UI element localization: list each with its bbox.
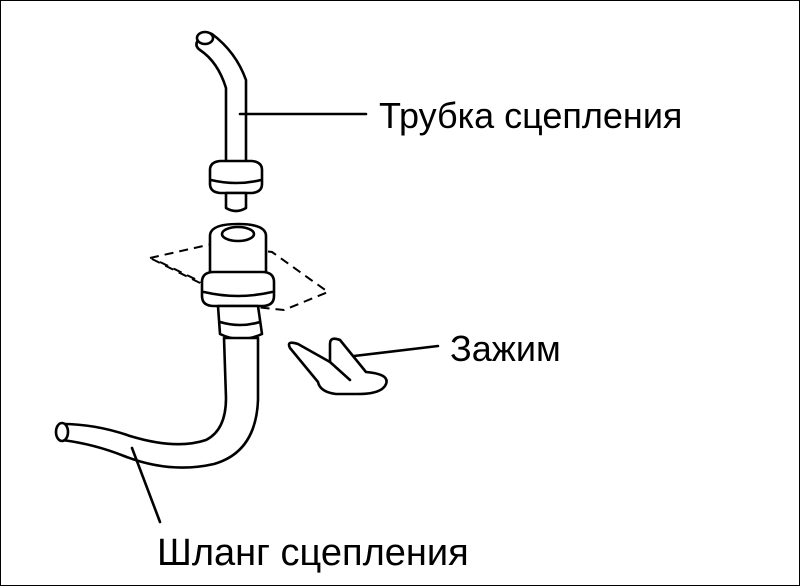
hose-fitting-opening: [220, 225, 256, 243]
hose-fitting-collar: [200, 270, 276, 308]
hose-leader-line: [130, 446, 162, 524]
tube-tip: [224, 191, 248, 213]
clip-part: [287, 337, 388, 396]
clip-leader-line: [352, 344, 440, 358]
clutch-tube-end: [195, 30, 215, 46]
crimp-ridge: [218, 320, 262, 327]
clutch-tube: [195, 31, 248, 164]
flare-nut-ridge: [209, 178, 263, 185]
clip-label: Зажим: [450, 328, 561, 369]
clutch-hose-end: [54, 421, 70, 443]
clip-fold: [328, 360, 352, 382]
clutch-hose-label: Шланг сцепления: [157, 532, 469, 574]
flare-nut: [208, 159, 264, 195]
clutch-hose: [60, 336, 260, 469]
clutch-tube-label: Трубка сцепления: [379, 95, 683, 136]
collar-ridge: [202, 290, 274, 298]
